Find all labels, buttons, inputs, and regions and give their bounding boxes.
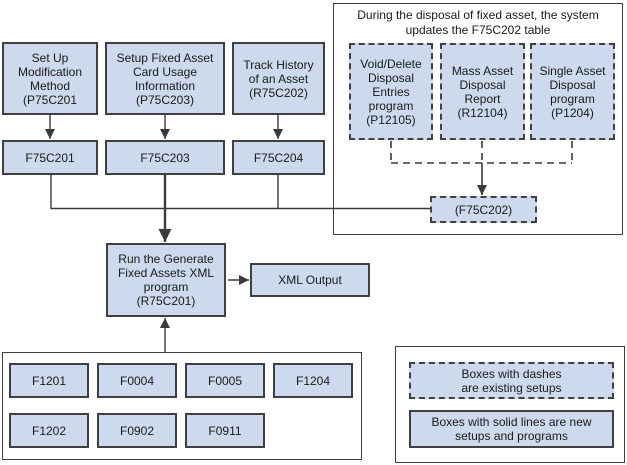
node-table-f1202: F1202: [9, 413, 89, 448]
node-table-f75c203: F75C203: [105, 140, 225, 175]
node-table-f0004: F0004: [97, 363, 177, 398]
node-single-asset-disposal: Single Asset Disposal program (P1204): [530, 43, 615, 140]
node-table-f1204: F1204: [273, 363, 353, 398]
node-table-f0911: F0911: [185, 413, 265, 448]
node-xml-output: XML Output: [250, 263, 370, 297]
legend-dashed-boxes: Boxes with dashes are existing setups: [409, 362, 614, 399]
node-mass-asset-disposal: Mass Asset Disposal Report (R12104): [440, 43, 525, 140]
node-table-f75c201: F75C201: [2, 140, 98, 175]
disposal-group-title: During the disposal of fixed asset, the …: [357, 8, 599, 37]
node-run-generate-program: Run the Generate Fixed Assets XML progra…: [106, 243, 226, 317]
node-table-f0902: F0902: [97, 413, 177, 448]
node-table-f0005: F0005: [185, 363, 265, 398]
node-table-f75c202: (F75C202): [430, 196, 537, 223]
node-track-history: Track History of an Asset (R75C202): [232, 42, 325, 115]
node-setup-modification-method: Set Up Modification Method (P75C201: [2, 42, 98, 115]
node-table-f1201: F1201: [9, 363, 89, 398]
node-void-delete-disposal: Void/Delete Disposal Entries program (P1…: [349, 43, 433, 140]
node-table-f75c204: F75C204: [232, 140, 325, 175]
legend-solid-boxes: Boxes with solid lines are new setups an…: [409, 410, 614, 448]
node-setup-card-usage: Setup Fixed Asset Card Usage Information…: [105, 42, 225, 115]
